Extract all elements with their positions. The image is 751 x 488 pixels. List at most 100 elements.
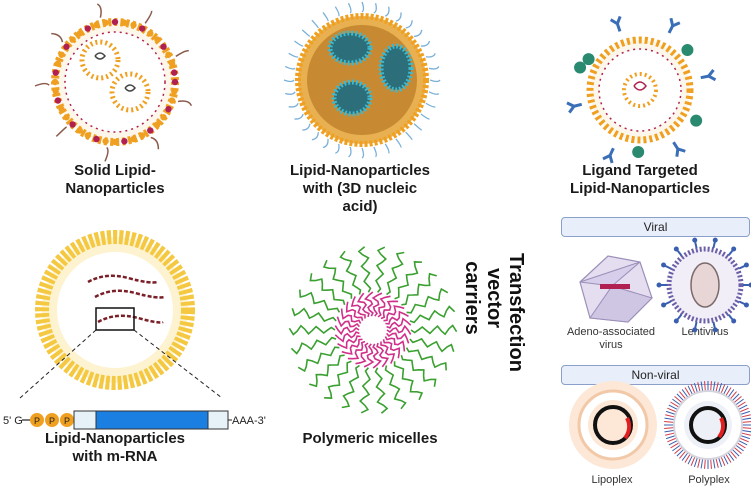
- polymer-spike: [690, 456, 696, 466]
- lipid-head: [121, 19, 128, 26]
- polymer-spike: [729, 391, 737, 400]
- aav-figure: [579, 255, 653, 323]
- lipid-head: [76, 30, 83, 37]
- polymer-spike: [729, 450, 737, 459]
- polymer-spike: [670, 401, 680, 408]
- micelle-inner-chain: [336, 316, 360, 328]
- peg-chain: [361, 147, 365, 159]
- polymer-spike: [704, 381, 706, 392]
- polymer-spike: [740, 435, 751, 440]
- micelle-inner-chain: [386, 324, 412, 335]
- peg-chain: [55, 126, 68, 137]
- polymer-spike: [741, 421, 751, 423]
- micelle-outer-chain: [297, 346, 340, 373]
- peg-chain: [335, 143, 340, 154]
- cap-p-2: P: [49, 416, 55, 426]
- polymer-spike: [704, 458, 706, 469]
- polymer-spike: [687, 455, 694, 465]
- peg-chain: [405, 20, 413, 29]
- micelle-inner-chain: [350, 296, 366, 319]
- polymer-spike: [672, 398, 681, 406]
- peg-chain: [373, 3, 377, 14]
- lipid-head: [168, 97, 176, 104]
- polymer-spike: [674, 396, 683, 404]
- polymer-spike: [665, 432, 676, 436]
- peg-chain: [301, 29, 311, 37]
- lipid-head: [51, 78, 59, 86]
- lentivirus-figure: [656, 237, 751, 333]
- peg-chain: [425, 53, 436, 58]
- polymer-spike: [681, 452, 689, 461]
- polymer-spike: [693, 457, 698, 468]
- micelle-inner-chain: [355, 342, 369, 365]
- micelle-outer-chain: [309, 273, 346, 306]
- micelle-outer-chain: [410, 324, 458, 336]
- polymer-spike: [740, 410, 751, 415]
- polymer-spike: [741, 429, 751, 433]
- lipoplex-label: Lipoplex: [591, 474, 633, 486]
- antibody-icon: [700, 69, 717, 82]
- antibody-icon: [609, 15, 622, 32]
- antibody-icon: [667, 17, 681, 34]
- micelle-outer-chain: [405, 347, 447, 371]
- micelle-inner-chain: [386, 317, 412, 329]
- polymer-spike: [674, 446, 683, 454]
- micelle-outer-chain: [341, 364, 360, 409]
- micelle-inner-chain: [345, 301, 364, 321]
- lipid-head: [147, 127, 154, 134]
- micelle-outer-chain: [339, 250, 362, 295]
- polymer-spike: [718, 457, 723, 468]
- polymer-spike: [670, 442, 680, 449]
- lipid-head: [130, 21, 137, 29]
- polymer-spike: [727, 389, 735, 398]
- lipid-head: [52, 88, 59, 95]
- spike-head: [673, 246, 679, 252]
- spike-head: [661, 302, 667, 308]
- polymer-spike: [725, 387, 732, 397]
- peg-chain: [361, 1, 365, 13]
- spike-head: [731, 246, 737, 252]
- micelle-outer-chain: [394, 261, 422, 300]
- micelle-outer-chain: [409, 305, 456, 324]
- lipid-head: [54, 97, 62, 104]
- lipid-head: [52, 69, 59, 76]
- polymer-spike: [664, 417, 675, 421]
- lipid-head: [58, 106, 65, 113]
- peg-chain: [322, 12, 329, 22]
- micelle-outer-chain: [374, 367, 389, 414]
- micelle-outer-chain: [291, 307, 337, 323]
- polymer-spike: [712, 381, 716, 392]
- peg-chain: [175, 50, 190, 58]
- peg-chain: [428, 66, 440, 70]
- micelle-figure: [288, 246, 458, 414]
- micelle-outer-chain: [322, 259, 353, 299]
- antibody-icon: [602, 147, 615, 164]
- polymer-spike: [668, 439, 678, 446]
- micelle-outer-chain: [359, 367, 372, 414]
- micelle-outer-chain: [357, 246, 372, 293]
- lnp-3d-figure: [283, 1, 441, 159]
- polymer-spike: [693, 382, 698, 393]
- lipid-head: [58, 51, 65, 58]
- ligand-sphere-icon: [574, 61, 587, 74]
- polymer-spike: [664, 421, 675, 423]
- peg-chain: [395, 12, 402, 22]
- polymer-spike: [668, 404, 678, 411]
- peg-chain: [384, 143, 390, 154]
- polymer-spike: [740, 432, 751, 436]
- micelle-outer-chain: [309, 354, 345, 388]
- micelle-inner-chain: [385, 310, 409, 325]
- cap-p-3: P: [64, 416, 70, 426]
- polymer-spike: [736, 401, 746, 408]
- polymer-spike: [722, 385, 729, 395]
- spike-head: [743, 262, 749, 268]
- polymer-spike: [665, 435, 676, 440]
- lipid-head: [54, 60, 62, 67]
- peg-chain: [420, 40, 431, 47]
- polymer-spike: [720, 384, 726, 394]
- spike-head: [692, 327, 698, 333]
- polymer-spike: [731, 393, 740, 402]
- polymer-spike: [684, 387, 691, 397]
- micelle-outer-chain: [400, 354, 437, 387]
